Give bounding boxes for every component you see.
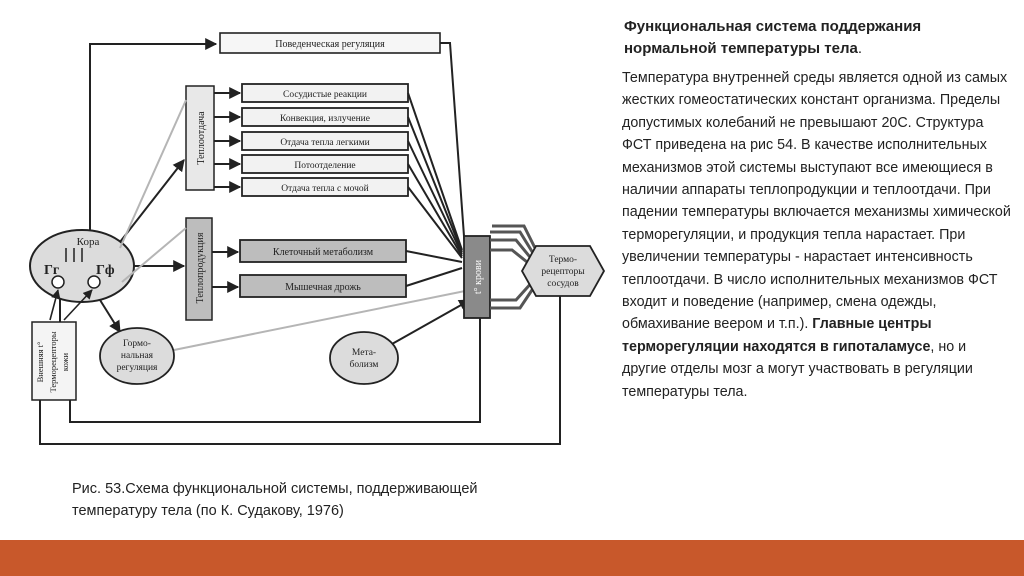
heat-loss-group: Теплоотдача	[185, 85, 215, 191]
body-plain-1: Температура внутренней среды является од…	[622, 70, 1011, 333]
slide-title: Функциональная система поддержания нормал…	[624, 16, 1009, 60]
caption-line-2: температуру тела (по К. Судакову, 1976)	[72, 503, 344, 519]
behavior-to-blood	[440, 42, 466, 251]
vessel-rec-label-3: сосудов	[547, 279, 579, 289]
behavioral-label: Поведенческая регуляция	[275, 39, 385, 50]
blood-label: t° крови	[473, 259, 484, 294]
blood-out-arrows	[490, 224, 540, 310]
slide-body-text: Температура внутренней среды является од…	[622, 67, 1012, 403]
thermoregulation-diagram: Поведенческая регуляция Теплоотдача Сосу…	[29, 32, 606, 445]
hormonal-label-3: регуляция	[117, 363, 158, 373]
vascular-label: Сосудистые реакции	[283, 90, 367, 100]
cortex-label: Кора	[77, 236, 100, 248]
gray-signal-lines	[119, 99, 471, 351]
vessel-rec-label-1: Термо-	[549, 255, 577, 265]
heat-loss-label: Теплоотдача	[196, 111, 207, 165]
metab-label-1: Мета-	[352, 348, 376, 358]
convection-label: Конвекция, излучение	[280, 114, 370, 124]
heat-production-group: Теплопродукция	[185, 217, 213, 321]
title-line-1: Функциональная система поддержания	[624, 18, 922, 35]
heat-production-items: Клеточный метаболизм Мышечная дрожь	[239, 239, 407, 298]
behavioral-regulation-box: Поведенческая регуляция	[219, 32, 441, 54]
hyp-right-label: Гф	[96, 263, 115, 278]
hyp-left-label: Гг	[44, 263, 59, 278]
brain-center: Кора Гг Гф	[29, 229, 135, 303]
vessel-rec-label-2: рецепторы	[541, 267, 585, 277]
urine-label: Отдача тепла с мочой	[281, 183, 368, 194]
figure-caption: Рис. 53.Схема функциональной системы, по…	[72, 478, 592, 522]
skin-rec-label-2: Терморецепторы	[48, 331, 58, 392]
hormonal-label-1: Гормо-	[123, 339, 151, 349]
metab-arrow	[391, 299, 472, 345]
sweat-label: Потоотделение	[294, 161, 355, 171]
heat-loss-arrows	[214, 87, 463, 259]
title-dot: .	[857, 40, 863, 57]
blood-temp-column: t° крови	[463, 235, 491, 319]
body-plain-2: , но и другие отделы мозг а могут участв…	[622, 338, 973, 400]
heat-loss-items: Сосудистые реакции Конвекция, излучение …	[241, 83, 409, 197]
caption-line-1: Рис. 53.Схема функциональной системы, по…	[72, 481, 478, 497]
shiver-label: Мышечная дрожь	[285, 282, 361, 293]
lungs-label: Отдача тепла легкими	[280, 138, 369, 148]
hormonal-label-2: нальная	[121, 351, 154, 361]
cell-metab-label: Клеточный метаболизм	[273, 247, 374, 258]
body-bold: Главные центры терморегуляции находятся …	[622, 316, 932, 355]
skin-rec-label-1: Внешняя t°	[35, 342, 45, 383]
metabolism-node: Мета- болизм	[329, 331, 399, 385]
skin-arrows	[49, 289, 93, 321]
hormonal-regulation: Гормо- нальная регуляция	[99, 327, 175, 385]
heat-production-arrows	[212, 246, 463, 293]
skin-rec-label-3: кожи	[60, 352, 70, 371]
title-line-2: нормальной температуры тела	[624, 40, 858, 57]
metab-label-2: болизм	[350, 359, 379, 370]
vascular-receptors: Термо- рецепторы сосудов	[520, 245, 606, 297]
skin-receptors: Внешняя t° Терморецепторы кожи	[31, 321, 77, 401]
footer-bar	[0, 540, 1024, 576]
heat-prod-label: Теплопродукция	[195, 232, 206, 303]
